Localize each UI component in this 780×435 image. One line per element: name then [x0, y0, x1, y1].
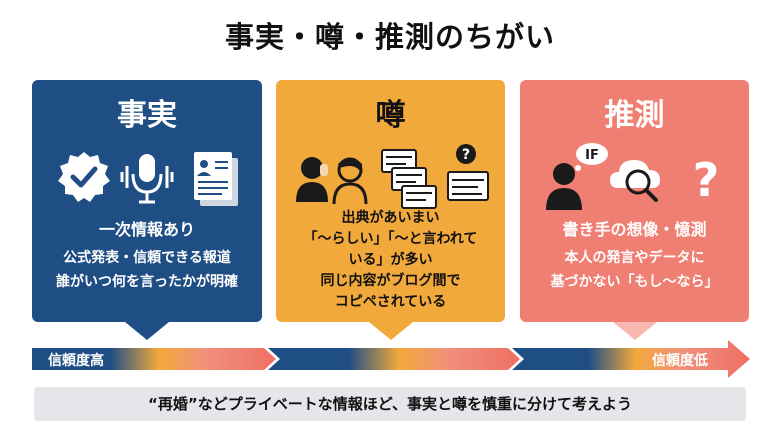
fact-line: 一次情報あり [98, 220, 195, 239]
question-page-icon: ? [447, 144, 489, 201]
rumor-card: 噂 [276, 80, 505, 340]
guess-line: 基づかない「もし〜なら」 [550, 274, 719, 290]
guess-line: 書き手の想像・憶測 [562, 220, 707, 239]
guess-description: 書き手の想像・憶測 本人の発言やデータに 基づかない「もし〜なら」 [526, 216, 743, 294]
fact-heading: 事実 [117, 98, 177, 133]
rumor-line: 「〜らしい」「〜と言われて [303, 231, 478, 247]
document-icon [194, 152, 238, 206]
question-mark-icon: ? [693, 153, 720, 207]
reliability-scale-arrow [32, 340, 750, 378]
guess-card: 推測 IF ? 書き手の想像・憶測 本人の発言やデータに [520, 80, 749, 340]
guess-line: 本人の発言やデータに [564, 250, 705, 266]
guess-pointer [612, 322, 657, 340]
thinking-person-icon: IF [546, 143, 608, 210]
verified-badge-icon [58, 152, 110, 202]
rumor-heading: 噂 [375, 98, 406, 133]
guess-icons: IF ? [520, 140, 749, 220]
fact-line: 誰がいつ何を言ったかが明確 [56, 274, 238, 290]
whispering-people-icon [296, 157, 368, 205]
reliability-high-label: 信頼度高 [48, 353, 104, 369]
fact-pointer [125, 322, 169, 340]
search-cloud-icon [610, 160, 660, 202]
fact-line: 公式発表・信頼できる報道 [63, 250, 231, 266]
rumor-icons: ? [276, 140, 505, 220]
fact-card: 事実 [32, 80, 262, 340]
copied-pages-icon [381, 149, 437, 209]
fact-description: 一次情報あり 公式発表・信頼できる報道 誰がいつ何を言ったかが明確 [38, 216, 256, 294]
rumor-line: コピペされている [334, 294, 447, 310]
rumor-description: 出典があいまい 「〜らしい」「〜と言われて いる」が多い 同じ内容がブログ間で … [282, 208, 499, 313]
page-title: 事実・噂・推測のちがい [224, 20, 555, 54]
svg-text:?: ? [693, 153, 720, 207]
advice-note: “再婚”などプライベートな情報ほど、事実と噂を慎重に分けて考えよう [34, 387, 746, 421]
fact-icons [32, 140, 262, 220]
rumor-line: 出典があいまい [341, 210, 440, 226]
if-bubble-text: IF [585, 148, 599, 163]
svg-text:?: ? [462, 147, 470, 163]
rumor-pointer [368, 322, 413, 340]
guess-heading: 推測 [604, 98, 665, 133]
reliability-low-label: 信頼度低 [652, 353, 708, 369]
rumor-line: いる」が多い [348, 252, 433, 268]
microphone-icon [120, 154, 174, 204]
rumor-line: 同じ内容がブログ間で [320, 273, 461, 289]
